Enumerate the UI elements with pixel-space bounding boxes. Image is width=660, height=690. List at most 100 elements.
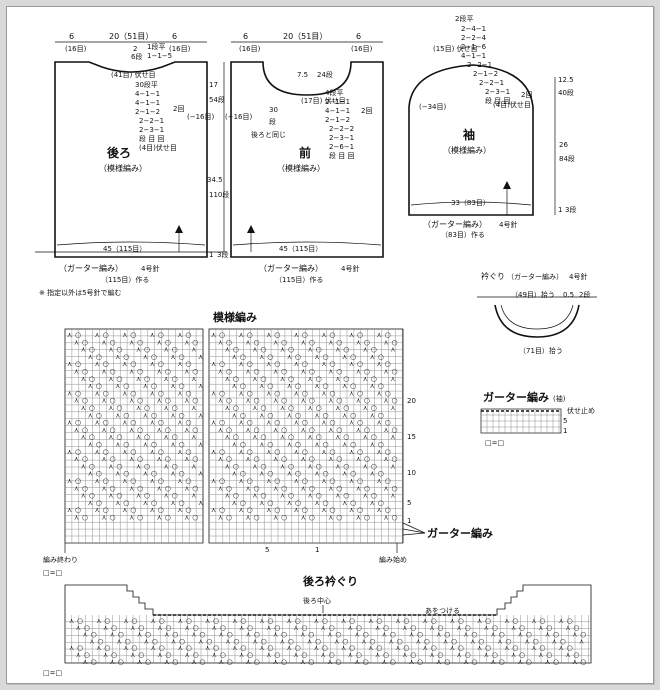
yarn-over-symbol: ○ — [144, 375, 150, 383]
yarn-over-symbol: ○ — [281, 455, 287, 463]
yarn-over-symbol: ○ — [309, 368, 315, 376]
yarn-over-symbol: ○ — [165, 624, 171, 632]
yarn-over-symbol: ○ — [130, 477, 136, 485]
sleeve-side-st: (−34目) — [419, 103, 447, 111]
decrease-symbol: ⋏ — [273, 368, 278, 376]
yarn-over-symbol: ○ — [364, 484, 370, 492]
decrease-symbol: ⋏ — [225, 375, 230, 383]
decrease-symbol: ⋏ — [356, 484, 361, 492]
decrease-symbol: ⋏ — [273, 631, 278, 639]
decrease-symbol: ⋏ — [370, 499, 375, 507]
yarn-over-symbol: ○ — [309, 338, 315, 346]
yarn-over-symbol: ○ — [343, 492, 349, 500]
yarn-over-symbol: ○ — [96, 411, 102, 419]
yarn-over-symbol: ○ — [137, 397, 143, 405]
decrease-symbol: ⋏ — [136, 346, 141, 354]
decrease-symbol: ⋏ — [579, 637, 584, 645]
yarn-over-symbol: ○ — [512, 617, 518, 625]
decrease-symbol: ⋏ — [287, 441, 292, 449]
yarn-over-symbol: ○ — [357, 506, 363, 514]
decrease-symbol: ⋏ — [164, 658, 169, 666]
yarn-over-symbol: ○ — [378, 353, 384, 361]
yarn-over-symbol: ○ — [385, 360, 391, 368]
decrease-symbol: ⋏ — [328, 455, 333, 463]
yarn-over-symbol: ○ — [138, 624, 144, 632]
decrease-symbol: ⋏ — [315, 382, 320, 390]
yarn-over-symbol: ○ — [110, 338, 116, 346]
decrease-symbol: ⋏ — [252, 433, 257, 441]
decrease-symbol: ⋏ — [377, 360, 382, 368]
yarn-over-symbol: ○ — [385, 419, 391, 427]
back-armhole-dec-6: 段 目 回 — [139, 134, 164, 143]
yarn-over-symbol: ○ — [267, 470, 273, 478]
yarn-over-symbol: ○ — [371, 433, 377, 441]
yarn-over-symbol: ○ — [144, 462, 150, 470]
yarn-over-symbol: ○ — [343, 375, 349, 383]
yarn-over-symbol: ○ — [219, 506, 225, 514]
yarn-over-symbol: ○ — [192, 426, 198, 434]
back-shoulder-left-st: (16目) — [65, 45, 87, 53]
yarn-over-symbol: ○ — [316, 375, 322, 383]
yarn-over-symbol: ○ — [378, 470, 384, 478]
yarn-over-symbol: ○ — [329, 477, 335, 485]
yarn-over-symbol: ○ — [91, 631, 97, 639]
yarn-over-symbol: ○ — [329, 389, 335, 397]
decrease-symbol: ⋏ — [212, 651, 217, 659]
decrease-symbol: ⋏ — [102, 455, 107, 463]
decrease-symbol: ⋏ — [294, 448, 299, 456]
decrease-symbol: ⋏ — [252, 462, 257, 470]
yarn-over-symbol: ○ — [219, 448, 225, 456]
yarn-over-symbol: ○ — [465, 651, 471, 659]
yarn-over-symbol: ○ — [137, 368, 143, 376]
back-neck-center: 後ろ中心 — [303, 596, 331, 605]
yarn-over-symbol: ○ — [158, 419, 164, 427]
front-neck-dec-4: 2−2−2 — [329, 125, 354, 133]
decrease-symbol: ⋏ — [384, 426, 389, 434]
yarn-over-symbol: ○ — [158, 477, 164, 485]
yarn-over-symbol: ○ — [526, 631, 532, 639]
yarn-over-symbol: ○ — [96, 441, 102, 449]
decrease-symbol: ⋏ — [232, 499, 237, 507]
decrease-symbol: ⋏ — [491, 658, 496, 666]
decrease-symbol: ⋏ — [307, 637, 312, 645]
front-neck-dec: 4段平 2−1−1 4−1−1 2−1−2 2−2−2 2−3−1 2−6−1 … — [325, 88, 354, 160]
yarn-over-symbol: ○ — [213, 617, 219, 625]
yarn-over-symbol: ○ — [247, 419, 253, 427]
decrease-symbol: ⋏ — [301, 484, 306, 492]
decrease-symbol: ⋏ — [450, 644, 455, 652]
yarn-over-symbol: ○ — [295, 470, 301, 478]
yarn-over-symbol: ○ — [75, 331, 81, 339]
decrease-symbol: ⋏ — [177, 331, 182, 339]
yarn-over-symbol: ○ — [220, 624, 226, 632]
decrease-symbol: ⋏ — [88, 441, 93, 449]
yarn-over-symbol: ○ — [302, 331, 308, 339]
decrease-symbol: ⋏ — [287, 411, 292, 419]
yarn-over-symbol: ○ — [323, 470, 329, 478]
decrease-symbol: ⋏ — [348, 651, 353, 659]
yarn-over-symbol: ○ — [295, 441, 301, 449]
yarn-over-symbol: ○ — [316, 462, 322, 470]
decrease-symbol: ⋏ — [531, 617, 536, 625]
decrease-symbol: ⋏ — [178, 644, 183, 652]
decrease-symbol: ⋏ — [384, 397, 389, 405]
decrease-symbol: ⋏ — [211, 331, 216, 339]
yarn-over-symbol: ○ — [261, 637, 267, 645]
yarn-over-symbol: ○ — [567, 617, 573, 625]
yarn-over-symbol: ○ — [357, 419, 363, 427]
yarn-over-symbol: ○ — [392, 455, 398, 463]
decrease-symbol: ⋏ — [143, 353, 148, 361]
decrease-symbol: ⋏ — [157, 484, 162, 492]
decrease-symbol: ⋏ — [321, 448, 326, 456]
decrease-symbol: ⋏ — [463, 658, 468, 666]
yarn-over-symbol: ○ — [103, 360, 109, 368]
decrease-symbol: ⋏ — [129, 397, 134, 405]
yarn-over-symbol: ○ — [192, 455, 198, 463]
sleeve-rib-len: 1 — [558, 206, 562, 214]
yarn-over-symbol: ○ — [336, 514, 342, 522]
back-cast-on: （115目）作る — [101, 275, 149, 284]
decrease-symbol: ⋏ — [74, 514, 79, 522]
decrease-symbol: ⋏ — [377, 331, 382, 339]
decrease-symbol: ⋏ — [356, 338, 361, 346]
yarn-over-symbol: ○ — [172, 433, 178, 441]
yarn-over-symbol: ○ — [185, 506, 191, 514]
